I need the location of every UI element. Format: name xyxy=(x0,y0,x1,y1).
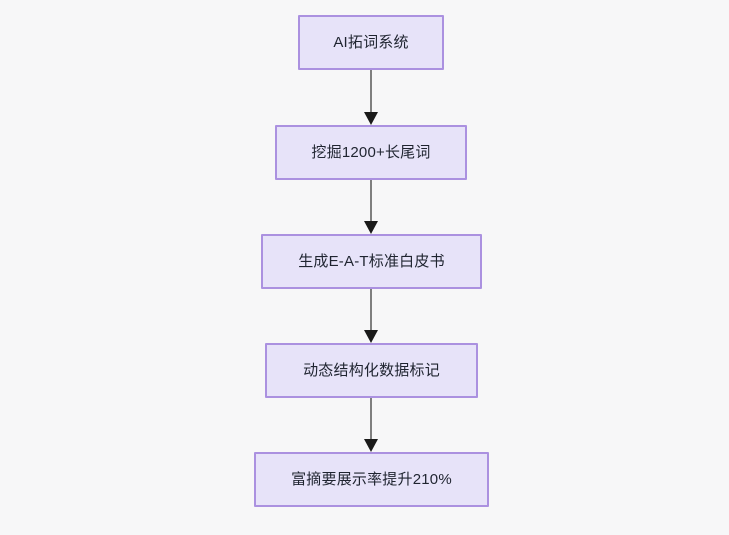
flow-edge-3-to-4 xyxy=(364,289,378,343)
flow-edge-4-to-5 xyxy=(364,398,378,452)
flow-node-label: 生成E-A-T标准白皮书 xyxy=(298,253,445,270)
flow-node-label: 富摘要展示率提升210% xyxy=(291,471,452,488)
flow-node-dynamic-structured-data-markup[interactable]: 动态结构化数据标记 xyxy=(265,343,478,398)
flow-node-generate-eat-whitepaper[interactable]: 生成E-A-T标准白皮书 xyxy=(261,234,482,289)
arrowhead-icon xyxy=(364,330,378,343)
arrowhead-icon xyxy=(364,439,378,452)
flow-node-rich-snippet-impression-lift[interactable]: 富摘要展示率提升210% xyxy=(254,452,489,507)
flow-edge-1-to-2 xyxy=(364,70,378,125)
arrowhead-icon xyxy=(364,112,378,125)
flow-node-ai-keyword-system[interactable]: AI拓词系统 xyxy=(298,15,444,70)
flow-node-label: 挖掘1200+长尾词 xyxy=(311,144,431,161)
flow-node-mine-longtail-keywords[interactable]: 挖掘1200+长尾词 xyxy=(275,125,467,180)
flow-node-label: AI拓词系统 xyxy=(333,34,409,51)
arrowhead-icon xyxy=(364,221,378,234)
flow-node-label: 动态结构化数据标记 xyxy=(303,362,440,379)
flow-edge-2-to-3 xyxy=(364,180,378,234)
